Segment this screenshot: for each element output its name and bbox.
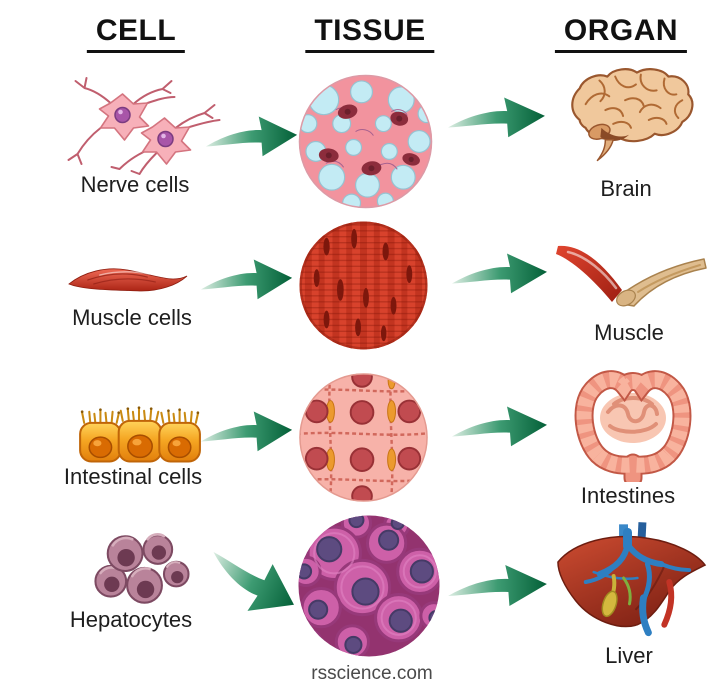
cell-label-nerve: Nerve cells xyxy=(80,172,190,197)
column-header-cell: CELL xyxy=(86,14,186,53)
green-arrow-icon xyxy=(199,246,295,306)
liver-tissue-micrograph xyxy=(296,513,442,659)
muscle-tissue-micrograph xyxy=(297,219,430,352)
cell-label-muscle: Muscle cells xyxy=(72,305,192,330)
organ-label-muscle: Muscle xyxy=(594,320,664,345)
green-arrow-icon xyxy=(446,551,550,613)
hepatocytes-illustration xyxy=(84,526,202,616)
organ-label-intestines: Intestines xyxy=(580,483,676,508)
organ-label-liver: Liver xyxy=(605,643,653,668)
column-header-organ: ORGAN xyxy=(554,14,688,53)
intestines-illustration xyxy=(558,362,708,482)
cell-label-intestinal: Intestinal cells xyxy=(63,464,203,489)
nervous-tissue-micrograph xyxy=(296,72,435,211)
nerve-cells-illustration xyxy=(58,76,244,176)
green-arrow-icon xyxy=(199,398,295,458)
green-arrow-icon xyxy=(450,240,550,300)
organ-label-brain: Brain xyxy=(600,176,652,201)
green-arrow-icon xyxy=(446,84,548,144)
intestinal-tissue-micrograph xyxy=(297,371,430,504)
intestinal-cells-illustration xyxy=(72,390,206,470)
watermark-text: rsscience.com xyxy=(311,663,433,684)
muscle-cell-illustration xyxy=(66,256,190,302)
column-header-tissue: TISSUE xyxy=(305,14,435,53)
brain-illustration xyxy=(556,62,704,174)
cell-label-hepatocytes: Hepatocytes xyxy=(69,607,193,632)
green-arrow-icon xyxy=(204,103,300,163)
green-arrow-down-icon xyxy=(200,548,300,628)
liver-illustration xyxy=(548,520,712,640)
arm-muscle-illustration xyxy=(552,232,712,324)
green-arrow-icon xyxy=(450,393,550,453)
